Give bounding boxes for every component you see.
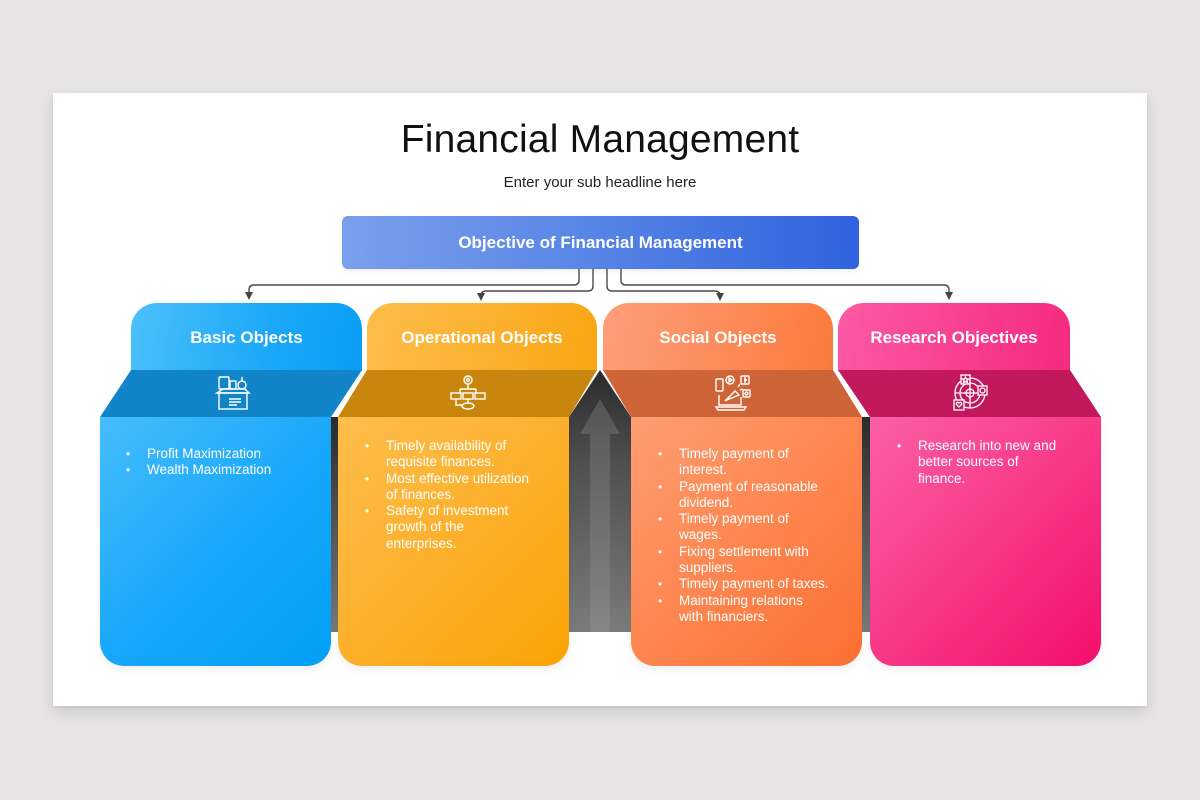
- root-objective-box: Objective of Financial Management: [342, 216, 859, 269]
- card-basic-body: •Profit Maximization •Wealth Maximizatio…: [100, 417, 331, 666]
- target-research-icon: [950, 373, 990, 413]
- list-item: •Profit Maximization: [126, 446, 262, 461]
- card-operational-title: Operational Objects: [401, 328, 563, 347]
- megaphone-social-icon: [713, 373, 753, 413]
- up-arrow-icon: [580, 399, 620, 632]
- card-basic-list: •Profit Maximization •Wealth Maximizatio…: [126, 446, 272, 479]
- card-operational-header: Operational Objects: [367, 303, 597, 371]
- box-icon: [213, 373, 253, 413]
- side-face-1: [331, 417, 339, 632]
- list-item: •Timely payment of taxes.: [658, 576, 829, 592]
- card-basic-header: Basic Objects: [131, 303, 362, 371]
- page-subtitle: Enter your sub headline here: [503, 174, 697, 191]
- side-face-3: [862, 417, 871, 632]
- card-research-title: Research Objectives: [870, 328, 1038, 347]
- list-item: •Wealth Maximization: [126, 462, 272, 478]
- card-social-header: Social Objects: [603, 303, 833, 371]
- card-social-title: Social Objects: [659, 328, 777, 347]
- page-title: Financial Management: [400, 118, 800, 161]
- center-arrow-column: [569, 370, 631, 632]
- flowchart-gear-icon: [448, 373, 488, 413]
- root-objective-label: Objective of Financial Management: [458, 232, 743, 252]
- card-basic-title: Basic Objects: [190, 328, 303, 347]
- card-research-header: Research Objectives: [838, 303, 1070, 371]
